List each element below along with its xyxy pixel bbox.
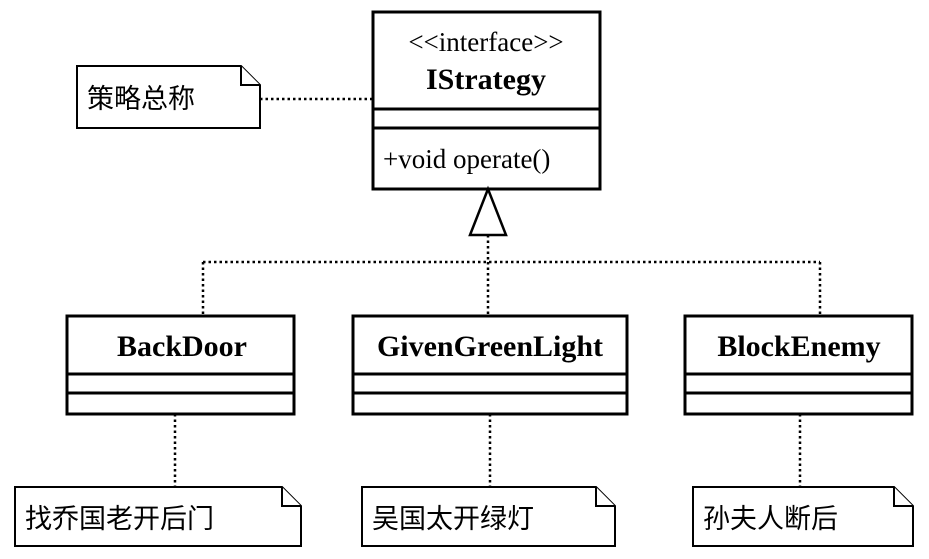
note-blockenemy-text: 孙夫人断后	[703, 504, 838, 535]
note-interface-text: 策略总称	[87, 84, 195, 115]
class-blockenemy: BlockEnemy	[683, 314, 914, 416]
note-givengreenlight: 吴国太开绿灯	[361, 486, 616, 547]
note-backdoor: 找乔国老开后门	[14, 486, 302, 547]
note-blockenemy: 孙夫人断后	[692, 486, 914, 547]
realization-arrowhead	[468, 185, 508, 237]
class-givengreenlight: GivenGreenLight	[351, 314, 629, 416]
interface-istrategy: <<interface>> IStrategy +void operate()	[371, 10, 602, 191]
realization-connectors	[201, 235, 822, 316]
class-backdoor-name: BackDoor	[117, 330, 247, 363]
note-givengreenlight-text: 吴国太开绿灯	[372, 504, 534, 535]
class-backdoor: BackDoor	[65, 314, 296, 416]
note-interface: 策略总称	[76, 65, 261, 129]
class-blockenemy-name: BlockEnemy	[717, 330, 880, 363]
interface-stereotype: <<interface>>	[408, 27, 563, 57]
interface-operation: +void operate()	[383, 144, 550, 174]
interface-name: IStrategy	[426, 63, 546, 96]
class-givengreenlight-name: GivenGreenLight	[377, 330, 603, 363]
note-backdoor-text: 找乔国老开后门	[25, 504, 214, 535]
